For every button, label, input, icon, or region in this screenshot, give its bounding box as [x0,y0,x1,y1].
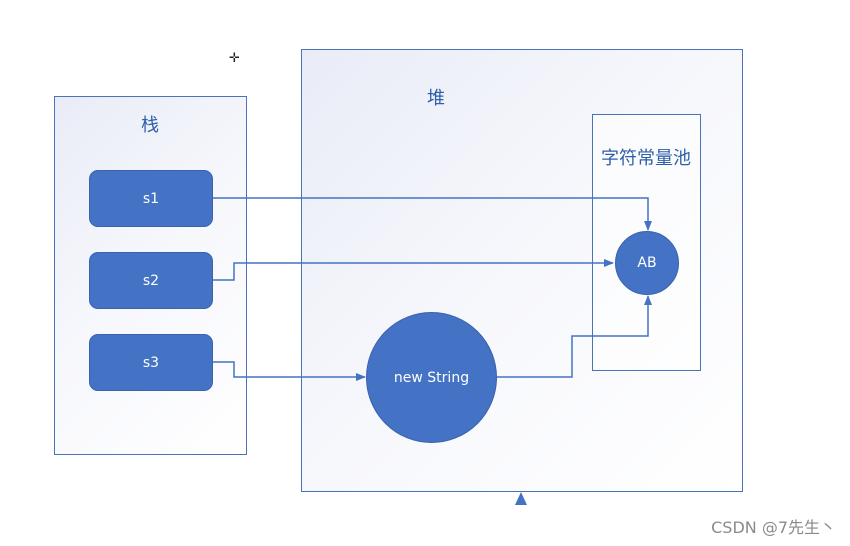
stack-var-s1[interactable]: s1 [89,170,213,227]
heap-title: 堆 [427,88,445,109]
string-constant-ab-node[interactable]: AB [615,231,679,295]
stack-var-s2[interactable]: s2 [89,252,213,309]
new-string-object-node[interactable]: new String [366,312,497,443]
crosshair-icon: ✛ [229,51,240,66]
edge-newstring-to-ab [497,295,652,378]
watermark: CSDN @7先生丶 [711,518,836,537]
resize-handle-arrow[interactable] [515,492,527,505]
edge-s2-to-ab [213,259,614,281]
stack-title: 栈 [141,115,159,136]
string-pool-title: 字符常量池 [601,148,691,169]
edge-s1-to-ab [213,197,652,231]
edge-s3-to-newstring [213,361,366,381]
stack-var-s3[interactable]: s3 [89,334,213,391]
